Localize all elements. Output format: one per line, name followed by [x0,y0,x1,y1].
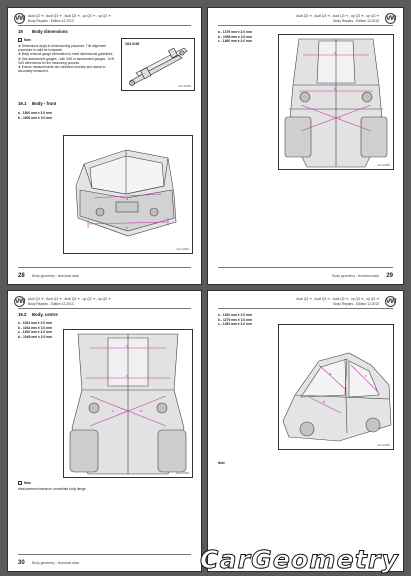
page-number: 28 [18,273,25,279]
underbody-centre-figure: a b c d A41-10483 [63,329,193,478]
body-front-figure: a b A41-10481 [63,135,193,254]
dimension-letter-c: c [112,408,114,413]
tool-figure: VAS 6165 A41-10183 [121,38,195,91]
underbody-front-illustration: a b c [284,38,388,168]
section-title: Body, centre [32,312,58,317]
footer-rule [18,267,191,268]
dimension-letter-b: b [126,373,129,378]
footer-text: Body geometry - technical data [32,561,79,565]
measurement-a: a - 1520 mm ± 3.0 mm [218,313,252,317]
measurement-list: a - 1379 mm ± 3.0 mm b - 1058 mm ± 3.0 m… [218,30,252,44]
note-item: ❖ Ensure measurements are collected corr… [18,65,106,74]
header-edition: Body Repairs - Edition 12.2013 [28,301,74,306]
dimension-letter-a: a [329,371,332,376]
footer-text: Body geometry - technical data [332,274,379,278]
measurement-list: a - 1500 mm ± 3.0 mm b - 1600 mm ± 3.0 m… [18,111,52,120]
note-text: Measurement tolerance: Immediate body fl… [18,487,86,491]
measurement-b: b - 1279 mm ± 3.0 mm [218,317,253,322]
measurement-b: b - 1600 mm ± 3.0 mm [18,115,53,120]
note-icon: i [18,481,22,486]
note-label: Note [218,461,226,465]
measurement-a: a - 1024 mm ± 3.0 mm [18,321,52,325]
measurement-c: c - 1200 mm ± 3.0 mm [18,330,52,335]
page-header: Audi Q3 ➜ , Audi Q3 ➜ , Audi Q3 ➜ , up Q… [296,14,379,23]
dimension-letter-b: b [126,225,129,230]
manual-page-29: Audi Q3 ➜ , Audi Q3 ➜ , Audi Q3 ➜ , up Q… [208,8,403,284]
page-number: 30 [18,560,25,566]
footer-text: Body geometry - technical data [32,274,79,278]
page-header: Audi Q3 ➜ , Audi Q3 ➜ , Audi Q3 ➜ , up Q… [28,14,111,23]
dimension-letter-a: a [334,50,337,55]
measurement-a: a - 1500 mm ± 3.0 mm [18,111,52,115]
section-title: Body dimensions [32,29,68,34]
underbody-front-figure: a b c A41-10482 [278,34,394,170]
manual-page-30: VW Audi Q3 ➜ , Audi Q3 ➜ , Audi Q3 ➜ , u… [8,291,201,571]
tool-label: VAS 6165 [125,42,140,46]
side-body-figure: a b c A41-10484 [278,324,394,450]
page-header: Audi Q3 ➜ , Audi Q3 ➜ , Audi Q3 ➜ , up Q… [28,297,111,306]
measurement-a: a - 1379 mm ± 3.0 mm [218,30,252,34]
measurement-b: b - 1042 mm ± 3.0 mm [18,325,53,330]
body-front-illustration: a b [75,149,177,237]
figure-code: A41-10484 [377,444,390,447]
section-heading: 19.2 Body, centre [18,312,58,317]
manual-page-28: VW Audi Q3 ➜ , Audi Q3 ➜ , Audi Q3 ➜ , u… [8,8,201,284]
dimension-letter-d: d [140,408,142,413]
section-number: 19 [18,29,23,34]
header-rule [18,25,191,26]
notes-list: ❖ Dimensions apply to dimensioning purpo… [18,44,116,73]
page-header: Audi Q3 ➜ , Audi Q3 ➜ , Audi Q3 ➜ , up Q… [296,297,379,306]
header-models: Audi Q3 ➜ , Audi Q3 ➜ , Audi Q3 ➜ , up Q… [28,14,111,18]
subsection-title: Body - front [32,101,57,106]
gauge-tool-illustration [129,47,188,86]
note-label: Note [24,38,32,42]
note-item: ❖ Body removal gauge information to meet… [18,52,114,57]
header-models: Audi Q3 ➜ , Audi Q3 ➜ , Audi Q3 ➜ , up Q… [28,297,111,301]
dimension-letter-c: c [339,115,341,120]
vw-logo-icon: VW [385,13,397,24]
measurement-list: a - 1520 mm ± 3.0 mm b - 1279 mm ± 3.0 m… [218,313,252,327]
note-label: Note [24,481,32,485]
watermark-logo: CarGeometry [200,545,399,575]
header-rule [218,25,393,26]
note-icon: i [18,38,22,43]
footer-rule [218,267,393,268]
measurement-c: c - 1460 mm ± 3.0 mm [218,39,252,44]
subsection-number: 19.1 [18,101,27,106]
measurement-d: d - 1049 mm ± 3.0 mm [18,334,53,339]
figure-code: A41-10482 [377,164,390,167]
header-edition: Body Repairs - Edition 12.2013 [333,301,379,306]
header-rule [18,308,191,309]
vw-logo-icon: VW [14,13,26,24]
subsection-heading: 19.1 Body - front [18,101,56,106]
header-rule [218,308,393,309]
header-models: Audi Q3 ➜ , Audi Q3 ➜ , Audi Q3 ➜ , up Q… [296,297,379,301]
dimension-letter-b: b [323,399,326,404]
measurement-list: a - 1024 mm ± 3.0 mm b - 1042 mm ± 3.0 m… [18,321,52,339]
footer-rule [18,554,191,555]
header-edition: Body Repairs - Edition 12.2013 [28,18,74,23]
measurement-b: b - 1058 mm ± 3.0 mm [218,34,253,39]
dimension-letter-a: a [126,343,129,348]
dimension-letter-b: b [334,86,337,91]
figure-code: A41-10481 [176,248,189,251]
header-models: Audi Q3 ➜ , Audi Q3 ➜ , Audi Q3 ➜ , up Q… [296,14,379,18]
header-edition: Body Repairs - Edition 12.2013 [333,18,379,23]
dimension-letter-c: c [365,373,367,378]
note-item: ❖ Use assessment gauges - with VAS or as… [18,56,114,65]
section-number: 19.2 [18,312,27,317]
figure-code: A41-10483 [176,472,189,475]
vw-logo-icon: VW [14,296,26,307]
vw-logo-icon: VW [385,296,397,307]
section-heading: 19 Body dimensions [18,29,68,34]
manual-page-31: Audi Q3 ➜ , Audi Q3 ➜ , Audi Q3 ➜ , up Q… [208,291,403,571]
note-item: ❖ Dimensions apply to dimensioning purpo… [18,44,107,53]
underbody-centre-illustration: a b c d [69,333,187,475]
page-number: 29 [386,273,393,279]
tool-code: A41-10183 [178,85,191,88]
measurement-c: c - 1283 mm ± 3.0 mm [218,322,252,327]
dimension-letter-a: a [126,196,129,201]
side-body-illustration: a b c [282,352,392,442]
